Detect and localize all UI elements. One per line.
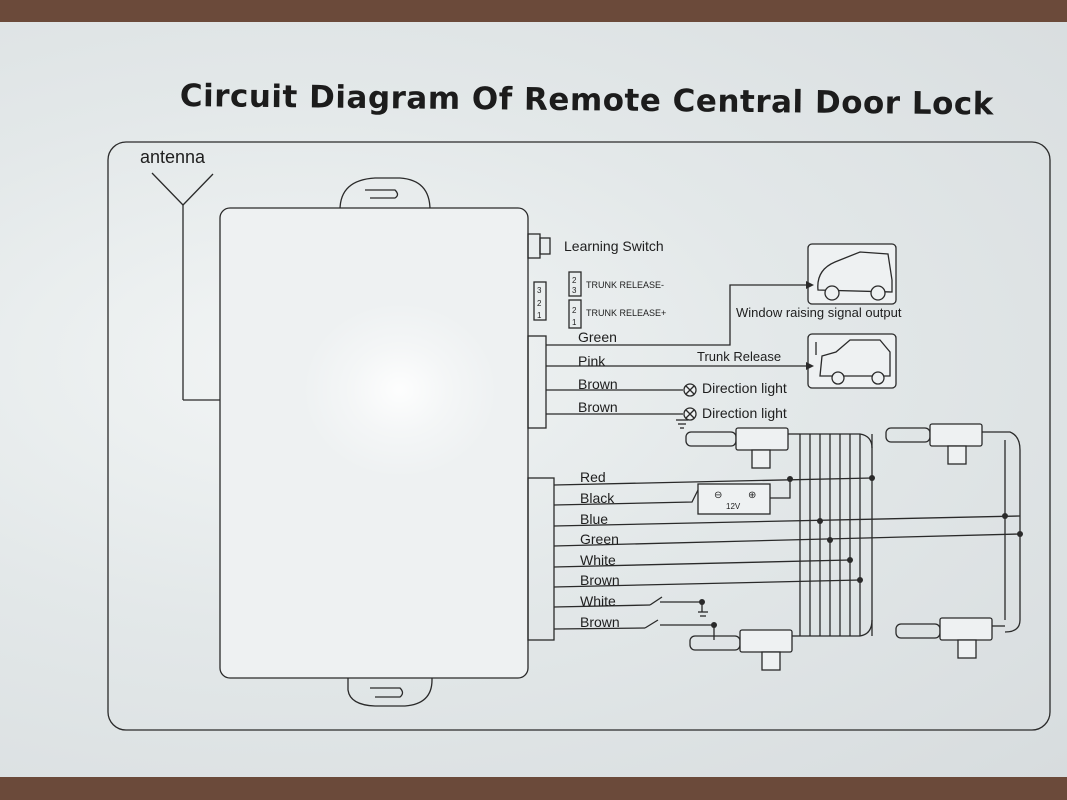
actuator-bottom-right [895,617,1005,659]
wire-label: Black [580,490,615,506]
pin-number: 2 [537,299,542,308]
pin-number: 2 [572,276,577,285]
battery-label: 12V [726,502,741,511]
switch-contact-2 [644,619,659,629]
learning-switch [527,233,541,259]
pin-block-trunk-minus [568,271,582,297]
wire-label: White [580,593,616,609]
switch-contact-1 [649,596,663,606]
arrow-trunk [806,362,814,370]
wire-red [553,477,873,486]
trunk-release-plus-label: TRUNK RELEASE+ [586,308,666,318]
wire-label: Green [580,531,619,547]
wire-label: Green [578,329,617,345]
junction-dots [699,475,1023,628]
arrow-window [806,281,814,289]
window-output-label: Window raising signal output [736,305,902,320]
antenna-label: antenna [140,147,206,167]
wire-brown-switch [553,624,715,640]
wire-label: Pink [578,353,606,369]
antenna-icon [151,172,228,401]
wire-label: Brown [580,572,620,588]
lower-connector [527,477,555,641]
wire-label: Brown [580,614,620,630]
wire-brown [553,579,861,588]
wire-label: Brown [578,399,618,415]
battery-plus-wire [770,479,791,499]
bulb-icon [683,407,697,421]
ground-icon [676,419,688,429]
wire-label: Blue [580,511,608,527]
actuator-slave-top-right [885,423,990,465]
pin-block-left [533,281,547,321]
upper-connector [527,335,547,429]
battery-minus-label: ⊖ [714,490,722,501]
pin-number: 1 [572,318,577,327]
pin-block-trunk-plus [568,299,582,329]
pin-number: 2 [572,306,577,315]
wire-white [553,559,851,568]
wire-blue [553,515,1021,527]
pin-number: 1 [537,311,542,320]
trunk-car-body [819,339,891,377]
bulb-icon [683,383,697,397]
wire-white-switch [553,601,703,612]
trunk-release-minus-label: TRUNK RELEASE- [586,280,664,290]
pin-number: 3 [537,286,542,295]
top-mount-slot [365,189,399,199]
direction-light-label-2: Direction light [702,405,787,421]
battery-plus-label: ⊕ [748,490,756,501]
wire-green-window [546,284,806,346]
battery-12v [697,483,771,515]
learning-switch-button [539,237,551,255]
wire-green [553,533,1021,547]
actuator-bottom-left [689,629,800,671]
actuator-master-top [685,427,800,469]
top-mount-tab [339,177,431,211]
bottom-mount-tab [347,668,433,707]
wire-label: Red [580,469,606,485]
wire-label: Brown [578,376,618,392]
learning-switch-label: Learning Switch [564,238,664,254]
ground-icon [698,611,708,617]
pin-number: 3 [572,286,577,295]
window-car-body [817,251,893,293]
wire-label: White [580,552,616,568]
direction-light-label-1: Direction light [702,380,787,396]
diagram-frame [107,141,1051,731]
trunk-release-label: Trunk Release [697,349,781,364]
paper-sheet [0,22,1067,777]
wire-black [553,489,699,506]
control-unit-box [219,207,529,679]
bottom-mount-slot [370,687,404,698]
